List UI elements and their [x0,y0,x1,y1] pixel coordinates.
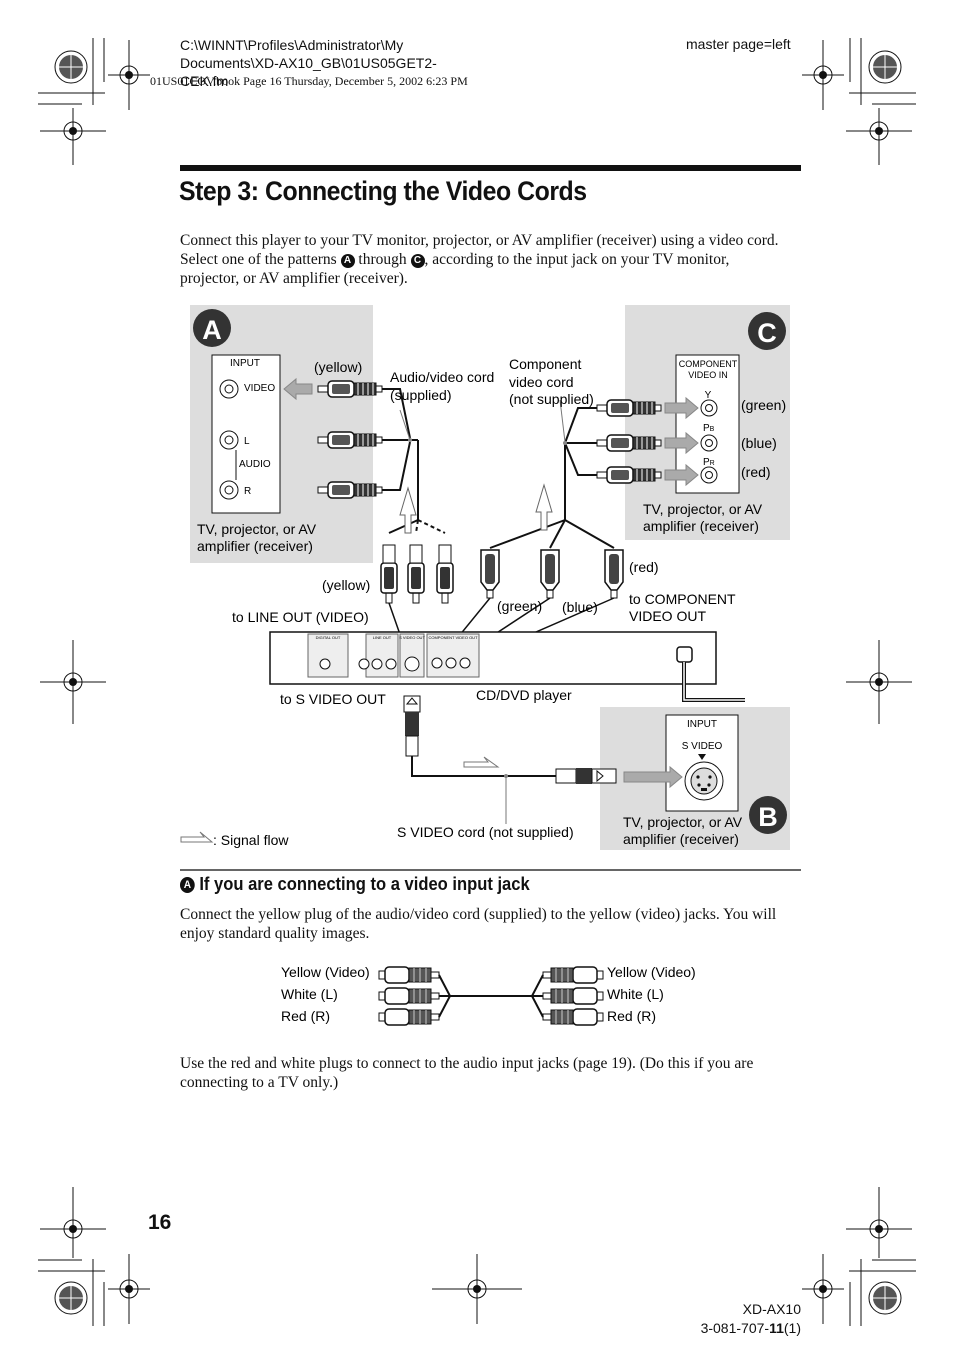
book-info: 01US01COV.book Page 16 Thursday, Decembe… [150,74,468,88]
jack-r-label: R [244,486,251,497]
section-rule [180,869,801,871]
panel-c-device-line-1: TV, projector, or AV [643,501,763,517]
panel-c-red-label: (red) [741,464,771,480]
signal-arrow-a [283,377,313,401]
jack-pb-label: PB [703,423,715,434]
model-code: 3-081-707-11(1) [700,1320,801,1336]
label-to-s-video-out: to S VIDEO OUT [280,691,386,707]
signal-arrow-b [623,765,683,789]
player-line-out: LINE OUT [373,635,392,640]
player-s-video: S VIDEO OUT [399,635,425,640]
panel-a-device-line-2: amplifier (receiver) [197,538,313,554]
intro-paragraph: Connect this player to your TV monitor, … [180,231,806,288]
cord-left-yellow: Yellow (Video) [281,964,370,980]
label-to-line-out: to LINE OUT (VIDEO) [232,609,369,625]
panel-b-device-line-2: amplifier (receiver) [623,831,739,847]
label-blue-plug: (blue) [562,599,598,615]
label-red-plug: (red) [629,559,659,575]
label-to-component-line-1: to COMPONENT [629,591,736,607]
jack-y-label: Y [705,390,712,401]
label-green-plug: (green) [497,598,542,614]
badge-a: A [340,254,355,268]
cord-right-yellow: Yellow (Video) [607,964,696,980]
panel-a-marker [193,309,231,347]
label-component-cord-line-1: Component [509,356,581,372]
panel-c-blue-label: (blue) [741,435,777,451]
label-to-component-line-2: VIDEO OUT [629,608,706,624]
panel-c-input-label-1: COMPONENT [679,359,738,369]
jack-audio-label: AUDIO [239,459,271,470]
player-digital-out: DIGITAL OUT [316,635,341,640]
panel-c-green-label: (green) [741,397,786,413]
master-page-label: master page=left [686,36,791,52]
model-info: XD-AX10 3-081-707-11(1) [701,1300,801,1338]
cord-left-white: White (L) [281,986,338,1002]
label-yellow-bottom: (yellow) [322,577,370,593]
intro-line-1: Connect this player to your TV monitor, … [180,232,779,249]
panel-c-marker [748,312,786,350]
badge-a-heading: A [180,877,195,893]
label-component-cord-line-3: (not supplied) [509,391,594,407]
label-s-video-cord: S VIDEO cord (not supplied) [397,824,574,840]
jack-pr-label: PR [703,457,715,468]
panel-b-input-label: INPUT [687,719,717,730]
intro-line-3: projector, or AV amplifier (receiver). [180,270,408,287]
signal-arrow-y [664,396,699,420]
cord-right-red: Red (R) [607,1008,656,1024]
jack-l-label: L [244,436,250,447]
signal-arrow-pr [664,463,699,487]
page-title: Step 3: Connecting the Video Cords [179,176,587,206]
label-player: CD/DVD player [476,687,572,703]
panel-b-device-line-1: TV, projector, or AV [623,814,743,830]
signal-arrow-pb [664,431,699,455]
panel-c-letter: C [757,318,777,348]
panel-a-device-line-1: TV, projector, or AV [197,521,317,537]
panel-b-marker [749,796,787,834]
jack-svideo-label: S VIDEO [682,741,723,752]
cord-right-white: White (L) [607,986,664,1002]
signal-flow-legend: : Signal flow [213,832,289,848]
label-av-cord-line-2: (supplied) [390,387,451,403]
panel-b-letter: B [758,802,778,832]
file-path: C:\WINNT\Profiles\Administrator\My Docum… [180,37,437,89]
intro-line-2: Select one of the patterns A through C, … [180,251,730,268]
jack-video-label: VIDEO [244,383,275,394]
label-yellow-top: (yellow) [314,359,362,375]
player-component: COMPONENT VIDEO OUT [428,635,478,640]
outro-paragraph: Use the red and white plugs to connect t… [180,1055,754,1091]
panel-c-input-label-2: VIDEO IN [688,370,728,380]
title-rule [180,165,801,171]
page-number: 16 [148,1211,172,1234]
panel-a-input-label: INPUT [230,358,260,369]
section-a-body: Connect the yellow plug of the audio/vid… [180,906,777,942]
badge-c: C [410,254,425,268]
label-component-cord-line-2: video cord [509,374,574,390]
model-name: XD-AX10 [742,1301,801,1317]
panel-c-device-line-2: amplifier (receiver) [643,518,759,534]
cord-left-red: Red (R) [281,1008,330,1024]
label-av-cord-line-1: Audio/video cord [390,369,494,385]
panel-a-letter: A [202,315,222,345]
section-a-heading: A If you are connecting to a video input… [180,874,530,895]
